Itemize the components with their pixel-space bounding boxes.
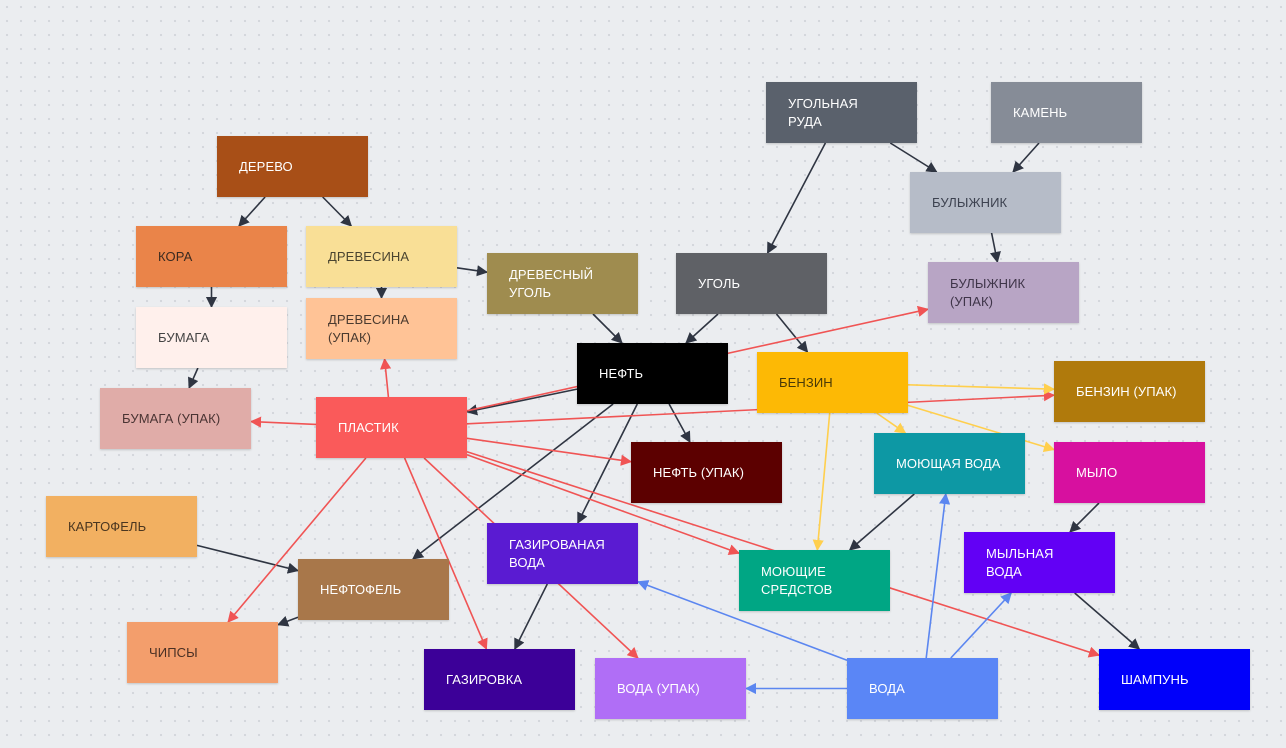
node-drevesny-ugol[interactable]: ДРЕВЕСНЫЙ УГОЛЬ [487, 253, 638, 314]
edge-neft-to-neft-upak[interactable] [668, 403, 691, 443]
edge-derevo-to-kora[interactable] [238, 196, 266, 227]
edge-ugol-to-neft[interactable] [685, 313, 719, 344]
edge-mylnaya-voda-to-shampun[interactable] [1074, 592, 1141, 650]
node-moyushchie[interactable]: МОЮЩИЕ СРЕДСТОВ [739, 550, 890, 611]
node-kora[interactable]: КОРА [136, 226, 287, 287]
edge-ugolnaya-ruda-to-ugol[interactable] [766, 142, 827, 254]
edge-voda-to-moyushchaya-voda[interactable] [925, 492, 951, 659]
edge-ugolnaya-ruda-to-bulyzhnik[interactable] [889, 142, 938, 173]
node-bulyzhnik-upak[interactable]: БУЛЫЖНИК (УПАК) [928, 262, 1079, 323]
node-benzin[interactable]: БЕНЗИН [757, 352, 908, 413]
node-ugolnaya-ruda[interactable]: УГОЛЬНАЯ РУДА [766, 82, 917, 143]
node-label: БЕНЗИН [779, 374, 833, 390]
edge-neft-to-gazirovannaya-voda[interactable] [577, 403, 639, 525]
node-gazirovannaya-voda[interactable]: ГАЗИРОВАНАЯ ВОДА [487, 523, 638, 584]
node-neftofel[interactable]: НЕФТОФЕЛЬ [298, 559, 449, 620]
node-label: МОЮЩАЯ ВОДА [896, 455, 1001, 471]
node-label: ШАМПУНЬ [1121, 671, 1189, 687]
edge-voda-to-gazirovannaya-voda[interactable] [636, 580, 848, 661]
edge-neft-to-plastik[interactable] [465, 388, 578, 416]
node-label: НЕФТЬ (УПАК) [653, 464, 745, 480]
node-label: УГОЛЬ [698, 275, 741, 291]
edge-ugol-to-benzin[interactable] [775, 313, 809, 353]
node-label: БЕНЗИН (УПАК) [1076, 383, 1177, 399]
node-label: ДРЕВЕСНЫЙ УГОЛЬ [509, 266, 594, 300]
node-label: НЕФТОФЕЛЬ [320, 581, 402, 597]
node-kartofel[interactable]: КАРТОФЕЛЬ [46, 496, 197, 557]
edge-plastik-to-chipsy[interactable] [227, 457, 367, 623]
node-benzin-upak[interactable]: БЕНЗИН (УПАК) [1054, 361, 1205, 422]
node-kamen[interactable]: КАМЕНЬ [991, 82, 1142, 143]
node-gazirovka[interactable]: ГАЗИРОВКА [424, 649, 575, 710]
node-bumaga[interactable]: БУМАГА [136, 307, 287, 368]
node-derevo[interactable]: ДЕРЕВО [217, 136, 368, 197]
edge-neftofel-to-chipsy[interactable] [276, 615, 299, 627]
node-label: УГОЛЬНАЯ РУДА [788, 95, 858, 129]
edge-plastik-to-gazirovka[interactable] [403, 457, 488, 651]
node-shampun[interactable]: ШАМПУНЬ [1099, 649, 1250, 710]
node-chipsy[interactable]: ЧИПСЫ [127, 622, 278, 683]
node-bulyzhnik[interactable]: БУЛЫЖНИК [910, 172, 1061, 233]
edge-neft-to-neftofel[interactable] [412, 403, 614, 560]
node-voda[interactable]: ВОДА [847, 658, 998, 719]
edge-bumaga-to-bumaga-upak[interactable] [188, 367, 199, 390]
node-plastik[interactable]: ПЛАСТИК [316, 397, 467, 458]
edge-plastik-to-moyushchie[interactable] [466, 454, 741, 556]
node-label: ГАЗИРОВАНАЯ ВОДА [509, 536, 605, 570]
edge-mylo-to-mylnaya-voda[interactable] [1069, 502, 1100, 533]
edge-drevesny-ugol-to-neft[interactable] [592, 313, 623, 344]
edge-plastik-to-drevesina-upak[interactable] [380, 357, 392, 398]
edge-plastik-to-bumaga-upak[interactable] [249, 416, 317, 428]
node-label: БУМАГА (УПАК) [122, 410, 221, 426]
node-label: ПЛАСТИК [338, 419, 399, 435]
edge-derevo-to-drevesina[interactable] [322, 196, 353, 227]
node-label: ДРЕВЕСИНА (УПАК) [328, 311, 410, 345]
edge-plastik-to-neft-upak[interactable] [466, 437, 633, 466]
node-label: НЕФТЬ [599, 365, 644, 381]
node-label: МЫЛО [1076, 464, 1118, 480]
edge-drevesina-to-drevesny-ugol[interactable] [456, 265, 489, 277]
node-label: ВОДА (УПАК) [617, 680, 700, 696]
edge-kartofel-to-neftofel[interactable] [196, 544, 300, 574]
node-bumaga-upak[interactable]: БУМАГА (УПАК) [100, 388, 251, 449]
node-label: ГАЗИРОВКА [446, 671, 523, 687]
edge-voda-to-mylnaya-voda[interactable] [950, 592, 1012, 659]
node-mylnaya-voda[interactable]: МЫЛЬНАЯ ВОДА [964, 532, 1115, 593]
edge-kamen-to-bulyzhnik[interactable] [1012, 142, 1040, 173]
node-label: КАРТОФЕЛЬ [68, 518, 147, 534]
node-neft[interactable]: НЕФТЬ [577, 343, 728, 404]
edge-gazirovannaya-voda-to-gazirovka[interactable] [514, 583, 549, 651]
node-drevesina[interactable]: ДРЕВЕСИНА [306, 226, 457, 287]
node-drevesina-upak[interactable]: ДРЕВЕСИНА (УПАК) [306, 298, 457, 359]
node-label: ВОДА [869, 680, 905, 696]
edge-benzin-to-moyushchie[interactable] [812, 412, 831, 552]
node-label: БУЛЫЖНИК (УПАК) [950, 275, 1026, 309]
node-label: ЧИПСЫ [149, 644, 198, 660]
node-label: БУЛЫЖНИК [932, 194, 1008, 210]
edge-benzin-to-benzin-upak[interactable] [907, 383, 1056, 395]
edge-moyushchaya-voda-to-moyushchie[interactable] [848, 493, 915, 551]
node-neft-upak[interactable]: НЕФТЬ (УПАК) [631, 442, 782, 503]
edge-benzin-to-moyushchaya-voda[interactable] [876, 412, 907, 434]
edge-benzin-to-mylo[interactable] [907, 404, 1056, 453]
node-voda-upak[interactable]: ВОДА (УПАК) [595, 658, 746, 719]
node-label: ДРЕВЕСИНА [328, 248, 410, 264]
node-label: БУМАГА [158, 329, 210, 345]
node-label: КОРА [158, 248, 193, 264]
node-mylo[interactable]: МЫЛО [1054, 442, 1205, 503]
node-label: ДЕРЕВО [239, 158, 293, 174]
node-moyushchaya-voda[interactable]: МОЮЩАЯ ВОДА [874, 433, 1025, 494]
node-ugol[interactable]: УГОЛЬ [676, 253, 827, 314]
edge-bulyzhnik-to-bulyzhnik-upak[interactable] [989, 232, 1001, 264]
node-label: МЫЛЬНАЯ ВОДА [986, 545, 1054, 579]
node-label: КАМЕНЬ [1013, 104, 1068, 120]
node-label: МОЮЩИЕ СРЕДСТОВ [761, 563, 833, 597]
